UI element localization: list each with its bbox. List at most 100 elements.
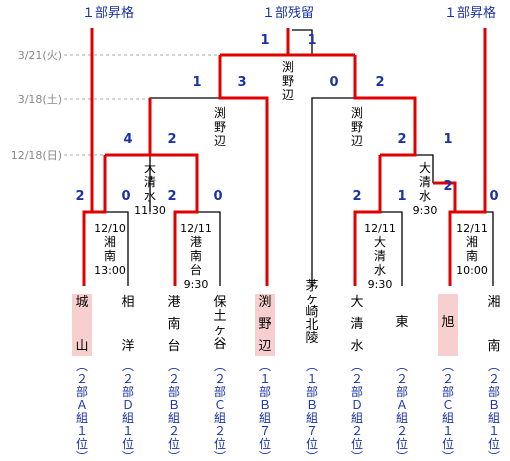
svg-text:部: 部 — [306, 384, 318, 399]
svg-text:︶: ︶ — [442, 450, 454, 461]
svg-text:２: ２ — [76, 372, 88, 386]
team-name-8: 東 — [395, 314, 408, 330]
svg-text:２: ２ — [168, 424, 180, 438]
svg-text:︶: ︶ — [122, 450, 134, 461]
svg-text:Ｃ: Ｃ — [442, 398, 454, 412]
svg-text:9:30: 9:30 — [413, 204, 438, 217]
svg-text:大: 大 — [419, 161, 431, 175]
svg-text:︶: ︶ — [168, 450, 180, 461]
date-label-round3: 12/18(日) — [11, 149, 62, 162]
score-13: 2 — [397, 132, 406, 147]
match-labels: 12/10湘南13:0012/11港南台9:30大清水11:30渕野辺渕野辺12… — [94, 60, 488, 291]
svg-text:部: 部 — [488, 384, 500, 399]
svg-text:組: 組 — [396, 411, 408, 425]
match-label-9: 渕野辺 — [282, 60, 294, 102]
svg-text:２: ２ — [351, 372, 363, 386]
date-label-round1: 3/21(火) — [18, 49, 62, 62]
svg-text:２: ２ — [214, 424, 226, 438]
svg-text:12/11: 12/11 — [456, 222, 488, 235]
svg-text:水: 水 — [374, 263, 386, 277]
svg-text:野: 野 — [258, 317, 271, 332]
date-markers: 3/21(火) 3/18(土) 12/18(日) — [11, 49, 240, 162]
score-4: 0 — [213, 189, 222, 204]
svg-text:洋: 洋 — [121, 339, 134, 354]
svg-text:旭: 旭 — [441, 315, 454, 330]
svg-text:Ｄ: Ｄ — [351, 398, 363, 412]
svg-text:︵: ︵ — [306, 359, 318, 373]
svg-text:組: 組 — [214, 411, 226, 425]
score-18: 0 — [489, 189, 498, 204]
svg-text:︶: ︶ — [214, 450, 226, 461]
result-header-center: １部残留 — [262, 6, 314, 21]
svg-text:︶: ︶ — [488, 450, 500, 461]
svg-text:︶: ︶ — [259, 450, 271, 461]
svg-text:位: 位 — [442, 436, 454, 451]
result-headers: １部昇格 １部残留 １部昇格 — [82, 5, 496, 21]
svg-text:北: 北 — [305, 318, 318, 333]
svg-text:台: 台 — [167, 339, 180, 354]
svg-text:渕: 渕 — [214, 106, 226, 120]
svg-text:野: 野 — [351, 120, 363, 134]
svg-text:11:30: 11:30 — [134, 204, 166, 217]
svg-text:12/10: 12/10 — [94, 222, 126, 235]
svg-text:崎: 崎 — [305, 305, 318, 320]
svg-text:組: 組 — [442, 411, 454, 425]
svg-text:Ｂ: Ｂ — [306, 398, 318, 412]
svg-text:︵: ︵ — [76, 359, 88, 373]
svg-text:位: 位 — [259, 436, 271, 451]
svg-text:南: 南 — [167, 316, 180, 332]
score-1: 2 — [75, 189, 84, 204]
svg-text:大: 大 — [350, 295, 363, 310]
svg-text:位: 位 — [396, 436, 408, 451]
svg-text:野: 野 — [282, 74, 294, 88]
team-name-7: 大清水 — [350, 295, 363, 354]
svg-text:Ｂ: Ｂ — [488, 398, 500, 412]
svg-text:南: 南 — [487, 338, 500, 354]
svg-text:２: ２ — [351, 424, 363, 438]
svg-text:部: 部 — [259, 384, 271, 399]
svg-text:︵: ︵ — [488, 359, 500, 373]
svg-text:︵: ︵ — [122, 359, 134, 373]
svg-text:部: 部 — [76, 384, 88, 399]
svg-text:水: 水 — [419, 189, 431, 203]
svg-text:Ａ: Ａ — [396, 398, 408, 412]
svg-text:部: 部 — [351, 384, 363, 399]
svg-text:10:00: 10:00 — [456, 264, 488, 277]
svg-text:２: ２ — [396, 424, 408, 438]
team-name-5: 渕野辺 — [258, 295, 271, 354]
highlight-team-1 — [72, 294, 92, 356]
svg-text:水: 水 — [144, 189, 156, 203]
svg-text:位: 位 — [122, 436, 134, 451]
svg-text:9:30: 9:30 — [184, 278, 209, 291]
svg-text:12/11: 12/11 — [364, 222, 396, 235]
score-14: 1 — [443, 132, 452, 147]
svg-text:Ｄ: Ｄ — [122, 398, 134, 412]
highlight-team-6 — [255, 294, 275, 356]
svg-text:辺: 辺 — [282, 88, 294, 102]
svg-text:位: 位 — [76, 436, 88, 451]
svg-text:ヶ: ヶ — [305, 292, 318, 307]
svg-text:清: 清 — [144, 175, 156, 189]
svg-text:清: 清 — [374, 249, 386, 263]
svg-text:南: 南 — [466, 248, 478, 263]
svg-text:位: 位 — [488, 436, 500, 451]
svg-text:７: ７ — [306, 424, 318, 438]
svg-text:７: ７ — [259, 424, 271, 438]
svg-text:１: １ — [488, 424, 500, 438]
svg-text:部: 部 — [442, 384, 454, 399]
svg-text:ヶ: ヶ — [213, 323, 226, 338]
result-header-right: １部昇格 — [444, 5, 496, 21]
svg-text:︶: ︶ — [396, 450, 408, 461]
svg-text:２: ２ — [396, 372, 408, 386]
score-7: 1 — [192, 75, 201, 90]
svg-text:9:30: 9:30 — [368, 278, 393, 291]
svg-text:組: 組 — [76, 411, 88, 425]
